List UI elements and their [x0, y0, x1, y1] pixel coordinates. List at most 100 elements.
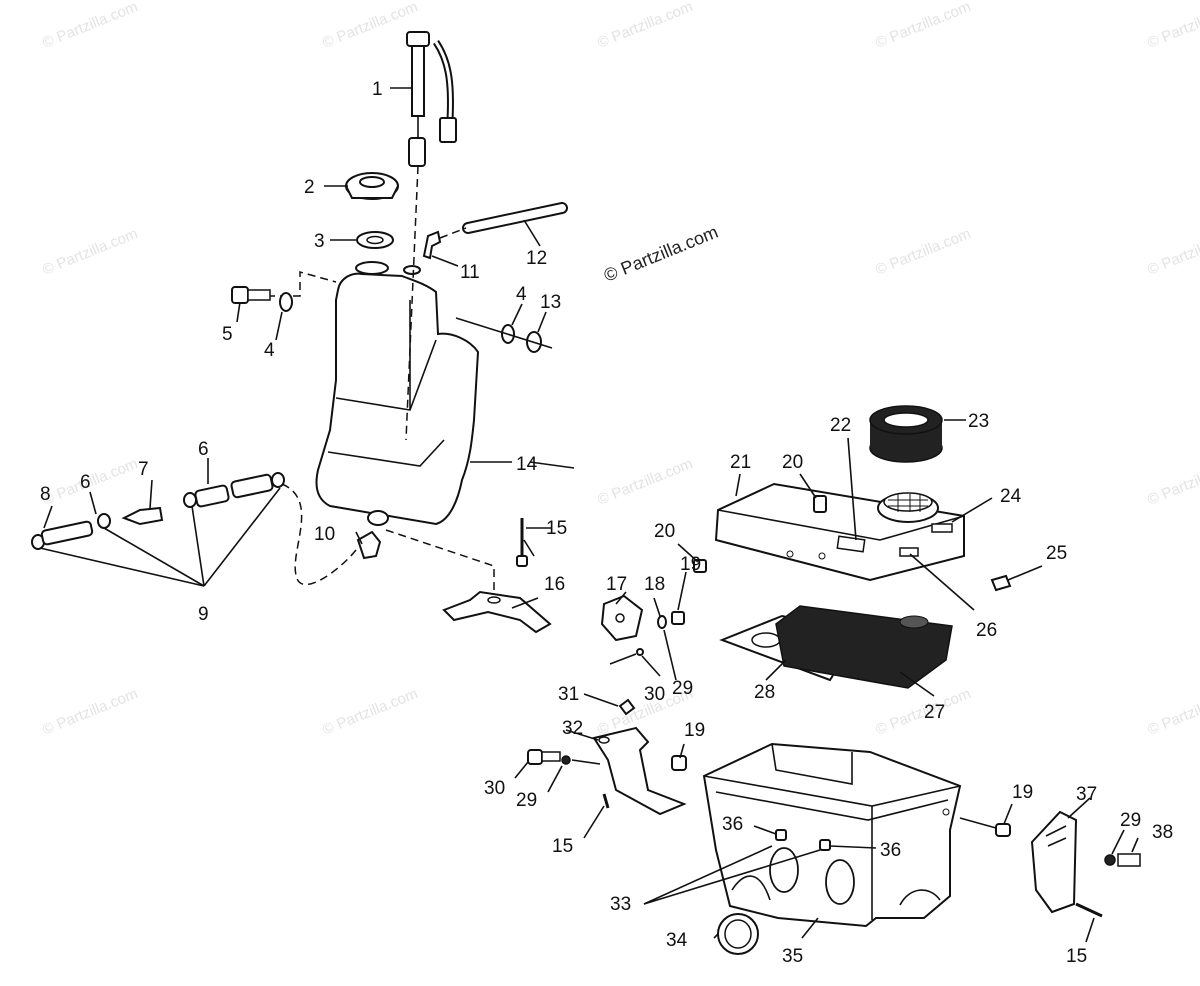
callout-36-right: 36 [880, 840, 901, 861]
airbox-base [702, 742, 962, 928]
callout-15-top: 15 [546, 518, 567, 539]
watermark-text: © Partzilla.com [595, 455, 695, 509]
copyright-watermark: © Partzilla.com [601, 222, 721, 286]
drain-plug [775, 829, 787, 841]
callout-5: 5 [222, 324, 233, 345]
lid-clip [813, 495, 827, 513]
callout-7: 7 [138, 459, 149, 480]
airbox-lid [714, 482, 965, 582]
bracket-screw [516, 555, 528, 567]
foam-filter [869, 405, 943, 463]
lid-clip [693, 559, 707, 573]
leader-lines [39, 87, 1139, 943]
callout-31: 31 [558, 684, 579, 705]
callout-17: 17 [606, 574, 627, 595]
callout-1: 1 [372, 79, 383, 100]
bracket-washer [561, 755, 571, 765]
plate-bolt [1117, 853, 1141, 867]
callout-15-mid: 15 [552, 836, 573, 857]
callout-25: 25 [1046, 543, 1067, 564]
mount-bolt [231, 286, 293, 312]
callout-19-mid: 19 [684, 720, 705, 741]
watermark-text: © Partzilla.com [1145, 225, 1200, 279]
callout-16: 16 [544, 574, 565, 595]
gauge-rod [411, 45, 425, 117]
bracket-bolt [527, 749, 543, 765]
watermark-text: © Partzilla.com [873, 225, 973, 279]
callout-27: 27 [924, 702, 945, 723]
callout-19-top: 19 [680, 554, 701, 575]
watermark-text: © Partzilla.com [1145, 685, 1200, 739]
callout-38: 38 [1152, 822, 1173, 843]
bracket-hook [618, 698, 636, 716]
callout-6-left: 6 [80, 472, 91, 493]
plate-washer [1104, 854, 1116, 866]
callout-24: 24 [1000, 486, 1022, 507]
gauge-float [408, 137, 426, 167]
callout-37: 37 [1076, 784, 1097, 805]
filler-cap [345, 172, 399, 200]
tank-outlet [367, 510, 389, 526]
callout-23: 23 [968, 411, 989, 432]
callout-13: 13 [540, 292, 561, 313]
callout-4-left: 4 [264, 340, 275, 361]
callout-22: 22 [830, 415, 851, 436]
callout-4-right: 4 [516, 284, 527, 305]
gauge-connector [439, 117, 457, 143]
callout-15-right: 15 [1066, 946, 1087, 967]
callout-12: 12 [526, 248, 547, 269]
callout-28: 28 [754, 682, 775, 703]
watermark-text: © Partzilla.com [40, 685, 140, 739]
fuel-tank [315, 261, 480, 526]
callout-18: 18 [644, 574, 665, 595]
callout-32: 32 [562, 718, 583, 739]
tank-filler-neck [355, 261, 389, 275]
watermark-text: © Partzilla.com [320, 0, 420, 52]
callout-10: 10 [314, 524, 335, 545]
callout-20-left: 20 [654, 521, 675, 542]
callout-11: 11 [460, 262, 480, 283]
callout-6-right: 6 [198, 439, 209, 460]
fuel-pump [600, 594, 685, 665]
callout-19-right: 19 [1012, 782, 1033, 803]
airbox-decal [836, 535, 866, 553]
vent-fitting [422, 230, 442, 260]
watermark-text: © Partzilla.com [595, 0, 695, 52]
callout-30-top: 30 [644, 684, 665, 705]
callout-26: 26 [976, 620, 997, 641]
callout-29-mid: 29 [516, 790, 537, 811]
side-plate [1030, 810, 1078, 914]
callout-3: 3 [314, 231, 325, 252]
callout-29-right: 29 [1120, 810, 1141, 831]
callout-29-top: 29 [672, 678, 693, 699]
watermark-text: © Partzilla.com [40, 225, 140, 279]
callout-8: 8 [40, 484, 51, 505]
tank-bracket [442, 590, 552, 634]
spacer [671, 755, 687, 771]
callout-14: 14 [516, 454, 538, 475]
callout-33: 33 [610, 894, 631, 915]
callout-2: 2 [304, 177, 315, 198]
fuel-gauge-sender [406, 31, 457, 167]
drain-plug [819, 839, 831, 851]
fuel-shutoff-valve [356, 530, 382, 560]
fuel-line-assembly [31, 472, 285, 550]
callout-36-left: 36 [722, 814, 743, 835]
callout-9: 9 [198, 604, 209, 625]
spacer [995, 823, 1011, 837]
watermark-text: © Partzilla.com [40, 0, 140, 52]
callout-35: 35 [782, 946, 803, 967]
watermark-text: © Partzilla.com [873, 0, 973, 52]
watermark-text: © Partzilla.com [1145, 455, 1200, 509]
fastener-clip [990, 574, 1012, 592]
gauge-cap [406, 31, 430, 47]
callout-labels: 1 2 3 4 4 5 6 6 7 8 9 10 11 12 13 14 15 … [40, 79, 1173, 967]
callout-34: 34 [666, 930, 688, 951]
mount-bracket [592, 726, 687, 816]
washer-left [279, 292, 293, 312]
watermark-text: © Partzilla.com [320, 685, 420, 739]
watermark-text: © Partzilla.com [1145, 0, 1200, 52]
callout-30-mid: 30 [484, 778, 505, 799]
callout-20-top: 20 [782, 452, 803, 473]
